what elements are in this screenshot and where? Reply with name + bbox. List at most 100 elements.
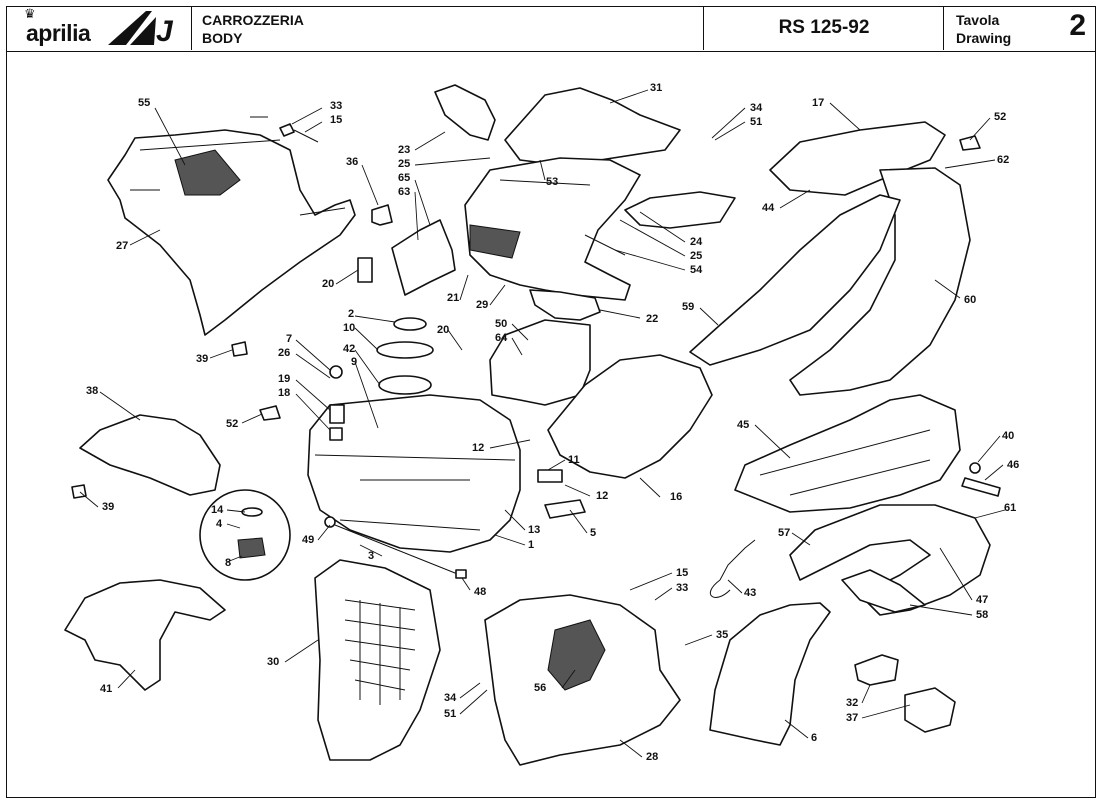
callout-55: 55 [138,97,151,109]
part-30-belly-pan[interactable] [314,559,441,761]
callout-60: 60 [964,294,977,306]
part-29-upper-fairing[interactable] [464,157,641,301]
logo-cell: ♛ aprilia J [6,6,192,50]
callout-63: 63 [398,186,411,198]
callout-7: 7 [286,333,293,345]
callout-45: 45 [737,419,750,431]
part-49-grommet[interactable] [324,516,336,528]
callout-53: 53 [546,176,559,188]
part-40-nut[interactable] [969,462,981,474]
part-10-gasket[interactable] [376,341,434,359]
part-2-fuel-cap[interactable] [393,317,427,331]
part-41-front-fender[interactable] [64,579,226,691]
drawing-frame [6,6,1096,798]
part-16-seat[interactable] [547,354,713,479]
part-56-grille[interactable] [547,619,606,691]
part-24-mirror[interactable] [624,191,736,229]
part-3-rod[interactable] [334,524,461,576]
part-55-grille[interactable] [174,149,241,196]
part-43-cable[interactable] [709,539,756,598]
part-33-bolt[interactable] [279,123,295,137]
part-5-strap[interactable] [544,499,586,519]
callout-25: 25 [398,158,411,170]
callout-34: 34 [750,102,763,114]
callout-19: 19 [278,373,291,385]
callout-49: 49 [302,534,315,546]
svg-text:J: J [156,15,174,48]
part-15-screw[interactable] [250,116,319,143]
aprilia-emblem-icon: J [108,11,174,48]
part-52-cap[interactable] [959,135,981,151]
part-63-inner-panel[interactable] [391,219,456,296]
callout-52: 52 [994,111,1007,123]
part-58-bracket[interactable] [841,569,926,613]
callout-51b: 51 [444,708,457,720]
callout-3: 3 [368,550,375,562]
callout-52b: 52 [226,418,239,430]
callout-11: 11 [568,454,580,466]
callout-2: 2 [348,308,355,320]
callout-20: 20 [322,278,335,290]
callout-15: 15 [330,114,343,126]
part-23-mirror[interactable] [434,84,496,141]
brand-logo: aprilia [26,20,91,46]
part-6-rear-hugger[interactable] [709,602,831,746]
callout-6: 6 [811,732,818,744]
callout-20b: 20 [437,324,450,336]
callout-30: 30 [267,656,280,668]
part-42-ring[interactable] [378,375,432,395]
crown-icon: ♛ [24,6,36,21]
part-59-tail-left[interactable] [689,194,901,366]
callout-14: 14 [211,504,224,516]
part-62-tail-right[interactable] [789,167,971,396]
callout-39b: 39 [102,501,115,513]
part-32-pad[interactable] [854,654,899,686]
callout-18: 18 [278,387,291,399]
callout-61: 61 [1004,502,1017,514]
part-11-spacer[interactable] [537,469,563,483]
callout-37: 37 [846,712,859,724]
part-39-clip-a[interactable] [231,341,248,357]
part-20-clip[interactable] [357,257,373,283]
part-31-windscreen[interactable] [504,87,681,166]
callout-56: 56 [534,682,547,694]
part-22-nose[interactable] [529,289,601,321]
callout-40: 40 [1002,430,1015,442]
part-8-tap[interactable] [237,537,266,559]
callout-16: 16 [670,491,683,503]
model-cell: RS 125-92 [704,6,944,50]
part-48-end[interactable] [455,569,467,579]
callout-35: 35 [716,629,729,641]
callout-4: 4 [216,518,223,530]
part-53-headlight[interactable] [469,224,521,259]
callout-21: 21 [447,292,460,304]
callout-5: 5 [590,527,597,539]
part-46-bracket[interactable] [961,477,1001,497]
callout-43: 43 [744,587,757,599]
part-50-inner-cover[interactable] [489,319,591,406]
callout-47: 47 [976,594,989,606]
callout-62: 62 [997,154,1010,166]
part-45-tray[interactable] [734,394,961,513]
part-37-bag[interactable] [904,687,956,733]
callout-33: 33 [330,100,343,112]
part-17-seat-cowl[interactable] [769,121,946,196]
part-27-left-fairing[interactable] [107,129,356,336]
callout-13: 13 [528,524,541,536]
callout-26: 26 [278,347,291,359]
model-name: RS 125-92 [778,17,870,38]
category-cell: CARROZZERIA BODY [192,6,704,50]
part-39-clip-b[interactable] [71,484,87,499]
callout-41: 41 [100,683,113,695]
part-7-nut[interactable] [329,365,343,379]
part-18-fitting[interactable] [329,427,343,441]
callout-54: 54 [690,264,703,276]
part-38-side-cover[interactable] [79,414,221,496]
callout-50: 50 [495,318,508,330]
part-52-clip[interactable] [259,405,281,421]
part-19-valve[interactable] [329,404,345,424]
part-36-bracket[interactable] [371,204,393,226]
callout-10: 10 [343,322,356,334]
callout-64: 64 [495,332,508,344]
callout-48: 48 [474,586,487,598]
